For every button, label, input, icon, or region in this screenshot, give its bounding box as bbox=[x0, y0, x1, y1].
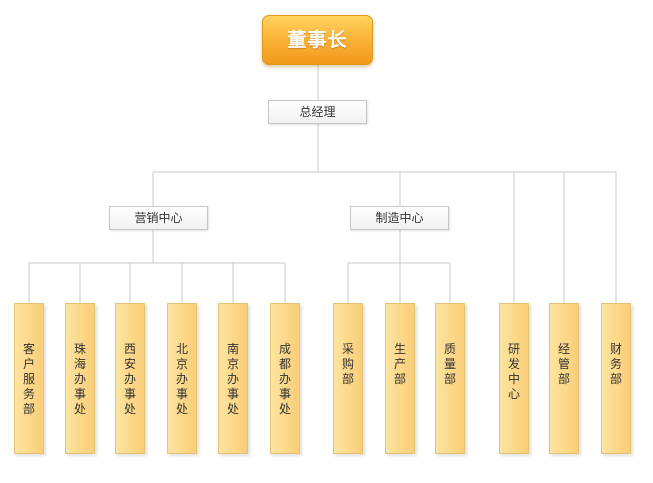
dept-quality[interactable]: 质量部 bbox=[435, 303, 465, 454]
dept-rd-center[interactable]: 研发中心 bbox=[499, 303, 529, 454]
dept-purchasing[interactable]: 采购部 bbox=[333, 303, 363, 454]
dept-nanjing-office[interactable]: 南京办事处 bbox=[218, 303, 248, 454]
chairman-node[interactable]: 董事长 bbox=[262, 15, 373, 65]
dept-management[interactable]: 经管部 bbox=[549, 303, 579, 454]
dept-zhuhai-office[interactable]: 珠海办事处 bbox=[65, 303, 95, 454]
dept-chengdu-office[interactable]: 成都办事处 bbox=[270, 303, 300, 454]
dept-beijing-office[interactable]: 北京办事处 bbox=[167, 303, 197, 454]
dept-finance[interactable]: 财务部 bbox=[601, 303, 631, 454]
dept-xian-office[interactable]: 西安办事处 bbox=[115, 303, 145, 454]
dept-customer-service[interactable]: 客户服务部 bbox=[14, 303, 44, 454]
sales-center-node[interactable]: 营销中心 bbox=[109, 206, 208, 230]
dept-production[interactable]: 生产部 bbox=[385, 303, 415, 454]
manufacturing-center-node[interactable]: 制造中心 bbox=[350, 206, 449, 230]
general-manager-node[interactable]: 总经理 bbox=[268, 100, 367, 124]
